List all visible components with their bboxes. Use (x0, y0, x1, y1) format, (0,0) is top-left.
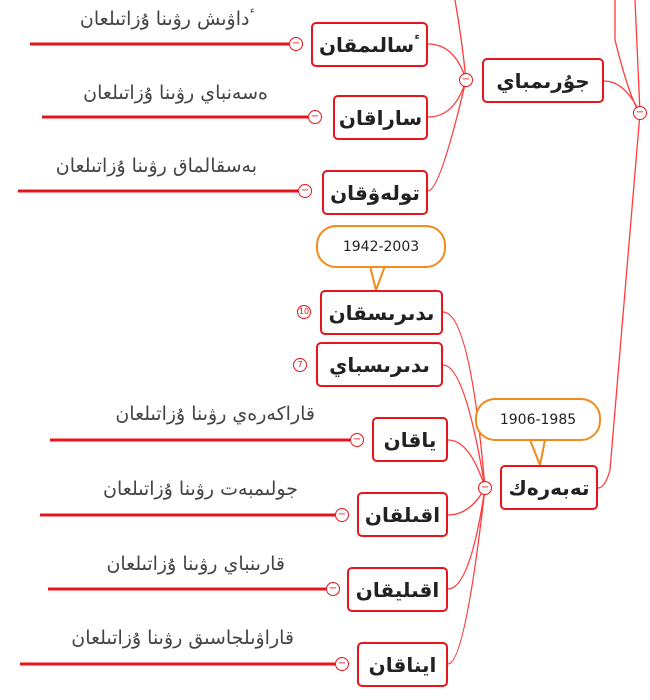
collapse-toggle-aqiliqan[interactable]: − (326, 582, 340, 596)
node-aqilqan[interactable]: اقىلقان (357, 492, 448, 537)
description-aqilqan: جولىمبەت رۋىنا ۇزاتىلعان (103, 478, 298, 500)
node-aqiliqan[interactable]: اقىليقان (347, 567, 448, 612)
description-aynaqan: قاراۋىلجاسىق رۋىنا ۇزاتىلعان (71, 627, 294, 649)
collapse-toggle-tolewqan[interactable]: − (298, 184, 312, 198)
root-collapse-toggle[interactable]: − (633, 106, 647, 120)
node-yaqan[interactable]: ياقان (372, 417, 448, 462)
node-teberek[interactable]: تەبەرەك (500, 465, 598, 510)
collapse-toggle-yaqan[interactable]: − (350, 433, 364, 447)
collapse-toggle-saraqan[interactable]: − (308, 110, 322, 124)
callout-teberek: 1906-1985 (475, 398, 601, 441)
node-tolewqan[interactable]: تولەۋقان (322, 170, 428, 215)
description-aqiliqan: قارىنباي رۋىنا ۇزاتىلعان (106, 553, 285, 575)
collapse-toggle-aynaqan[interactable]: − (335, 657, 349, 671)
node-aynaqan[interactable]: ايناقان (357, 642, 448, 687)
node-salimqan[interactable]: ٴسالىمقان (311, 22, 428, 67)
child-count-badge-idirisbay[interactable]: 7 (293, 358, 307, 372)
node-idirisbay[interactable]: ىدىرىسباي (316, 342, 443, 387)
collapse-toggle-salimqan[interactable]: − (289, 37, 303, 51)
description-yaqan: قاراكەرەي رۋىنا ۇزاتىلعان (115, 403, 315, 425)
collapse-toggle-teberek[interactable]: − (478, 481, 492, 495)
node-idirisqan[interactable]: ىدىرىسقان (320, 290, 443, 335)
description-saraqan: ەسەنباي رۋىنا ۇزاتىلعان (83, 82, 268, 104)
node-jorumbay[interactable]: جۇرىمباي (482, 58, 604, 103)
description-tolewqan: بەسقالماق رۋىنا ۇزاتىلعان (55, 155, 257, 177)
collapse-toggle-jorumbay[interactable]: − (459, 73, 473, 87)
collapse-toggle-aqilqan[interactable]: − (335, 508, 349, 522)
description-salimqan: ٴداۋىش رۋىنا ۇزاتىلعان (79, 8, 255, 30)
child-count-badge-idirisqan[interactable]: 10 (297, 305, 311, 319)
node-saraqan[interactable]: ساراقان (333, 95, 428, 140)
callout-idirisqan: 1942-2003 (316, 225, 446, 268)
